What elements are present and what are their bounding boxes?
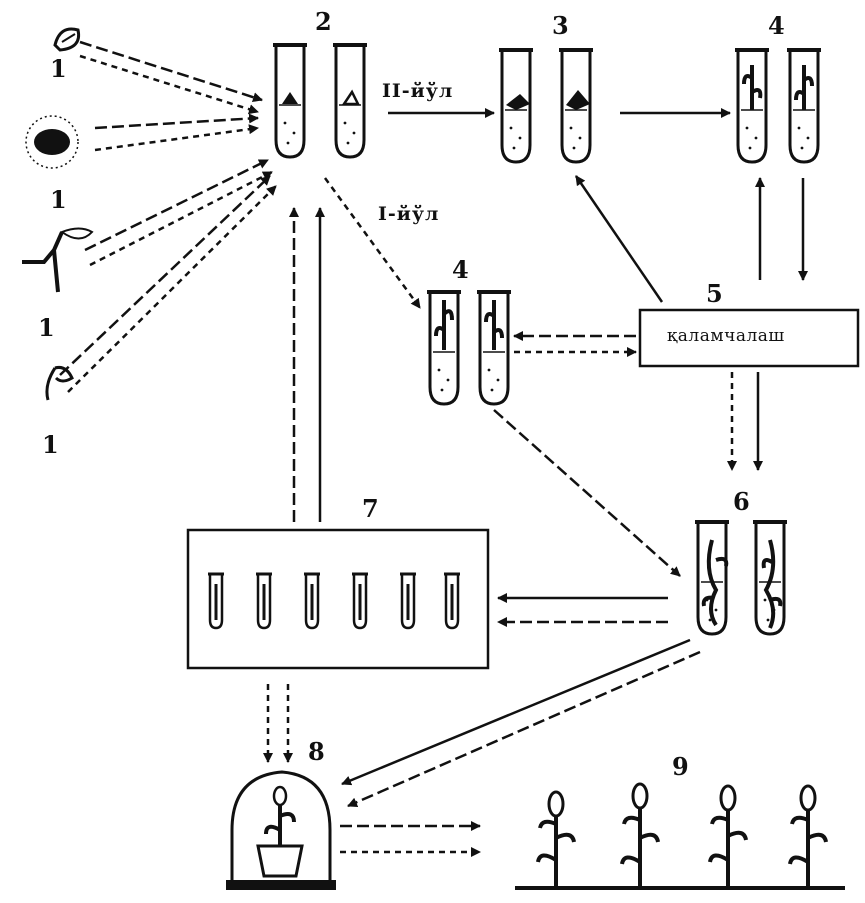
field-plants-icon (515, 782, 845, 890)
stage4-mid-tubes (425, 290, 513, 406)
explant-bud-icon (45, 366, 74, 401)
stage7-box (186, 528, 490, 670)
stage-label-4-top: 4 (768, 11, 785, 40)
stage2-tubes (271, 43, 369, 159)
cutting-box (638, 308, 860, 368)
explant-stem-node-icon (22, 227, 94, 293)
explant-leaf-icon (53, 27, 81, 52)
route-label-ii: II-йўл (382, 80, 454, 102)
stage-label-2: 2 (315, 7, 332, 36)
route-label-i: I-йўл (378, 203, 440, 225)
stage-label-7: 7 (362, 494, 379, 523)
cutting-box-label: қаламчалаш (667, 326, 785, 346)
explant-label-1a: 1 (50, 54, 67, 83)
stage3-tubes (497, 48, 595, 164)
stage-label-6: 6 (733, 487, 750, 516)
explant-label-1d: 1 (42, 430, 59, 459)
explant-label-1b: 1 (50, 185, 67, 214)
stage-label-4-mid: 4 (452, 255, 469, 284)
stage-label-3: 3 (552, 11, 569, 40)
explant-tuber-icon (25, 115, 79, 169)
stage-label-9: 9 (672, 752, 689, 781)
stage4-top-tubes (733, 48, 823, 164)
stage6-tubes (693, 520, 789, 636)
explant-label-1c: 1 (38, 313, 55, 342)
stage-label-8: 8 (308, 737, 325, 766)
stage-label-5: 5 (706, 279, 723, 308)
flow-arrows (59, 40, 808, 857)
greenhouse-dome-icon (226, 770, 336, 890)
